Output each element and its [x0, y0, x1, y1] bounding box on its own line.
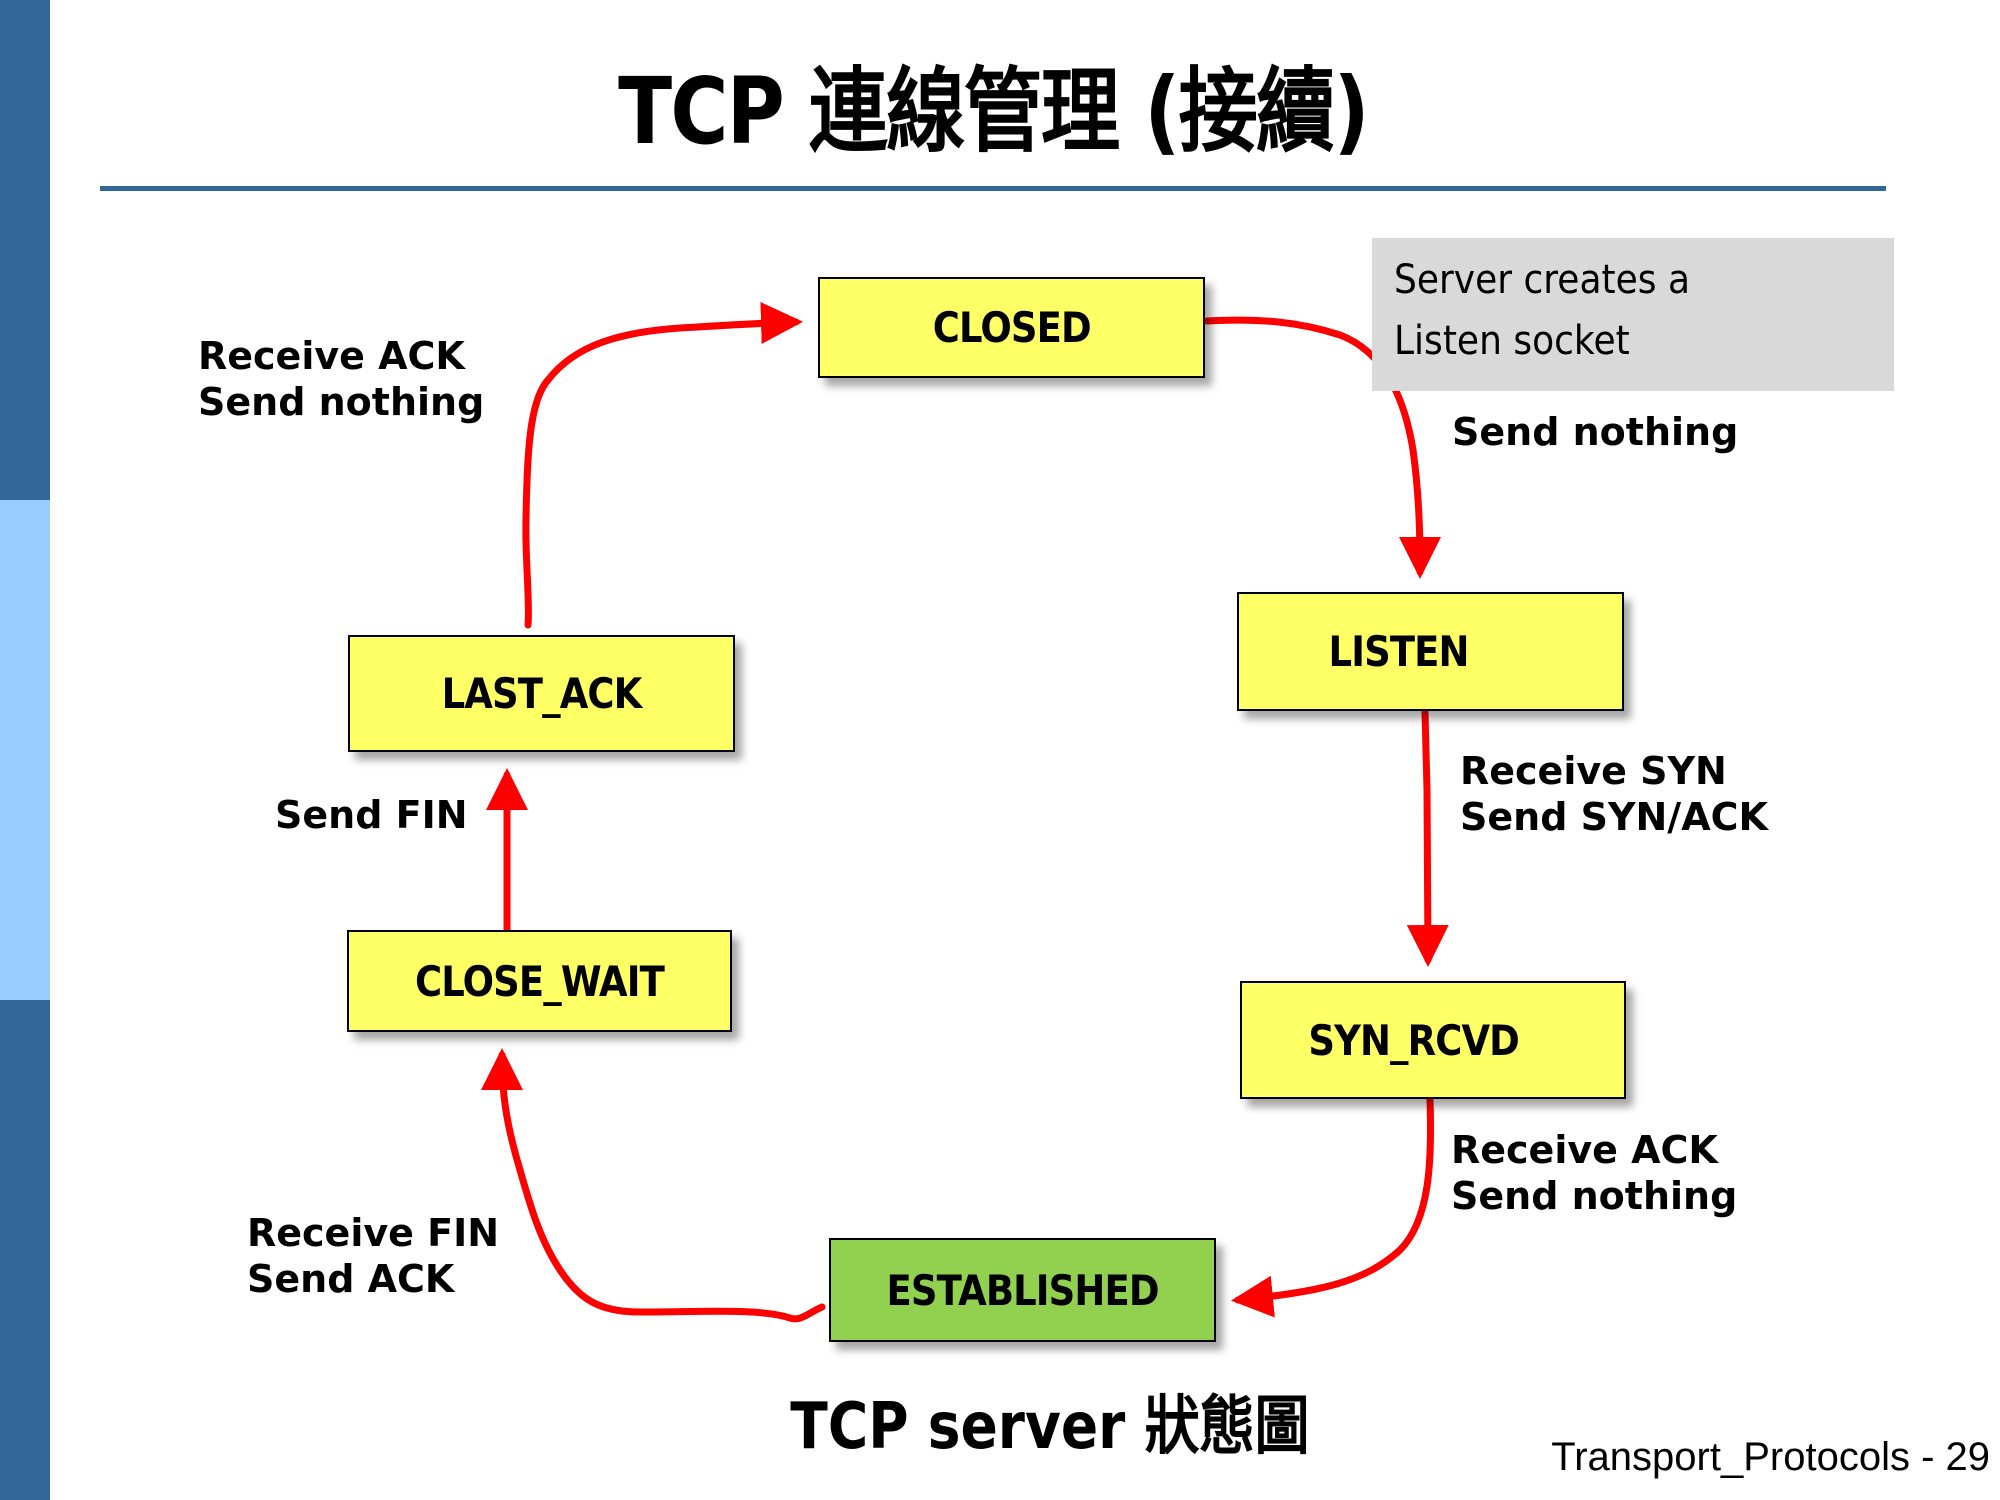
note-line: Server creates a [1394, 257, 1691, 303]
state-close-wait: CLOSE_WAIT [347, 930, 732, 1032]
sidebar-band-bottom [0, 1000, 50, 1500]
label-line: Send nothing [1452, 410, 1739, 454]
state-last-ack-label: LAST_ACK [441, 669, 643, 718]
slide-sidebar [0, 0, 50, 1500]
sidebar-band-middle [0, 500, 50, 1000]
label-line: Receive ACK [198, 334, 465, 378]
diagram-caption-text: TCP server 狀態圖 [790, 1390, 1310, 1464]
arrow-established-to-close-wait [481, 1048, 826, 1323]
arrow-syn-rcvd-to-established [1231, 1096, 1435, 1318]
label-line: Receive FIN [247, 1211, 500, 1255]
note-line: Listen socket [1394, 318, 1630, 364]
label-close-wait-to-last-ack: Send FIN [275, 792, 468, 838]
label-line: Send FIN [275, 793, 468, 837]
state-established-label: ESTABLISHED [886, 1265, 1159, 1315]
diagram-caption: TCP server 狀態圖 [700, 1382, 1400, 1472]
state-closed-label: CLOSED [932, 303, 1091, 352]
label-closed-to-listen: Send nothing [1452, 409, 1738, 455]
label-line: Send ACK [247, 1257, 455, 1301]
label-syn-rcvd-to-established: Receive ACK Send nothing [1451, 1127, 1737, 1219]
state-listen: LISTEN [1237, 592, 1624, 711]
sidebar-band-top [0, 0, 50, 500]
arrow-listen-to-syn-rcvd [1406, 708, 1449, 967]
state-syn-rcvd: SYN_RCVD [1240, 981, 1626, 1099]
label-line: Receive ACK [1451, 1128, 1718, 1172]
label-line: Send nothing [1451, 1174, 1738, 1218]
label-line: Receive SYN [1460, 749, 1727, 793]
listen-socket-note: Server creates a Listen socket [1372, 238, 1894, 391]
slide-footer: Transport_Protocols - 29 [1551, 1435, 1990, 1479]
label-listen-to-syn-rcvd: Receive SYN Send SYN/ACK [1460, 748, 1768, 840]
state-established: ESTABLISHED [829, 1238, 1216, 1342]
state-closed: CLOSED [818, 277, 1205, 378]
state-listen-label: LISTEN [1328, 627, 1470, 676]
state-syn-rcvd-label: SYN_RCVD [1308, 1015, 1520, 1065]
label-established-to-close-wait: Receive FIN Send ACK [247, 1210, 499, 1302]
label-line: Send nothing [198, 380, 485, 424]
state-last-ack: LAST_ACK [348, 635, 735, 752]
label-line: Send SYN/ACK [1460, 795, 1768, 839]
slide-title: TCP 連線管理 (接續) [618, 58, 1370, 165]
label-last-ack-to-closed: Receive ACK Send nothing [198, 333, 484, 425]
arrow-last-ack-to-closed [522, 301, 803, 629]
title-underline [100, 186, 1886, 191]
state-close-wait-label: CLOSE_WAIT [414, 956, 665, 1006]
